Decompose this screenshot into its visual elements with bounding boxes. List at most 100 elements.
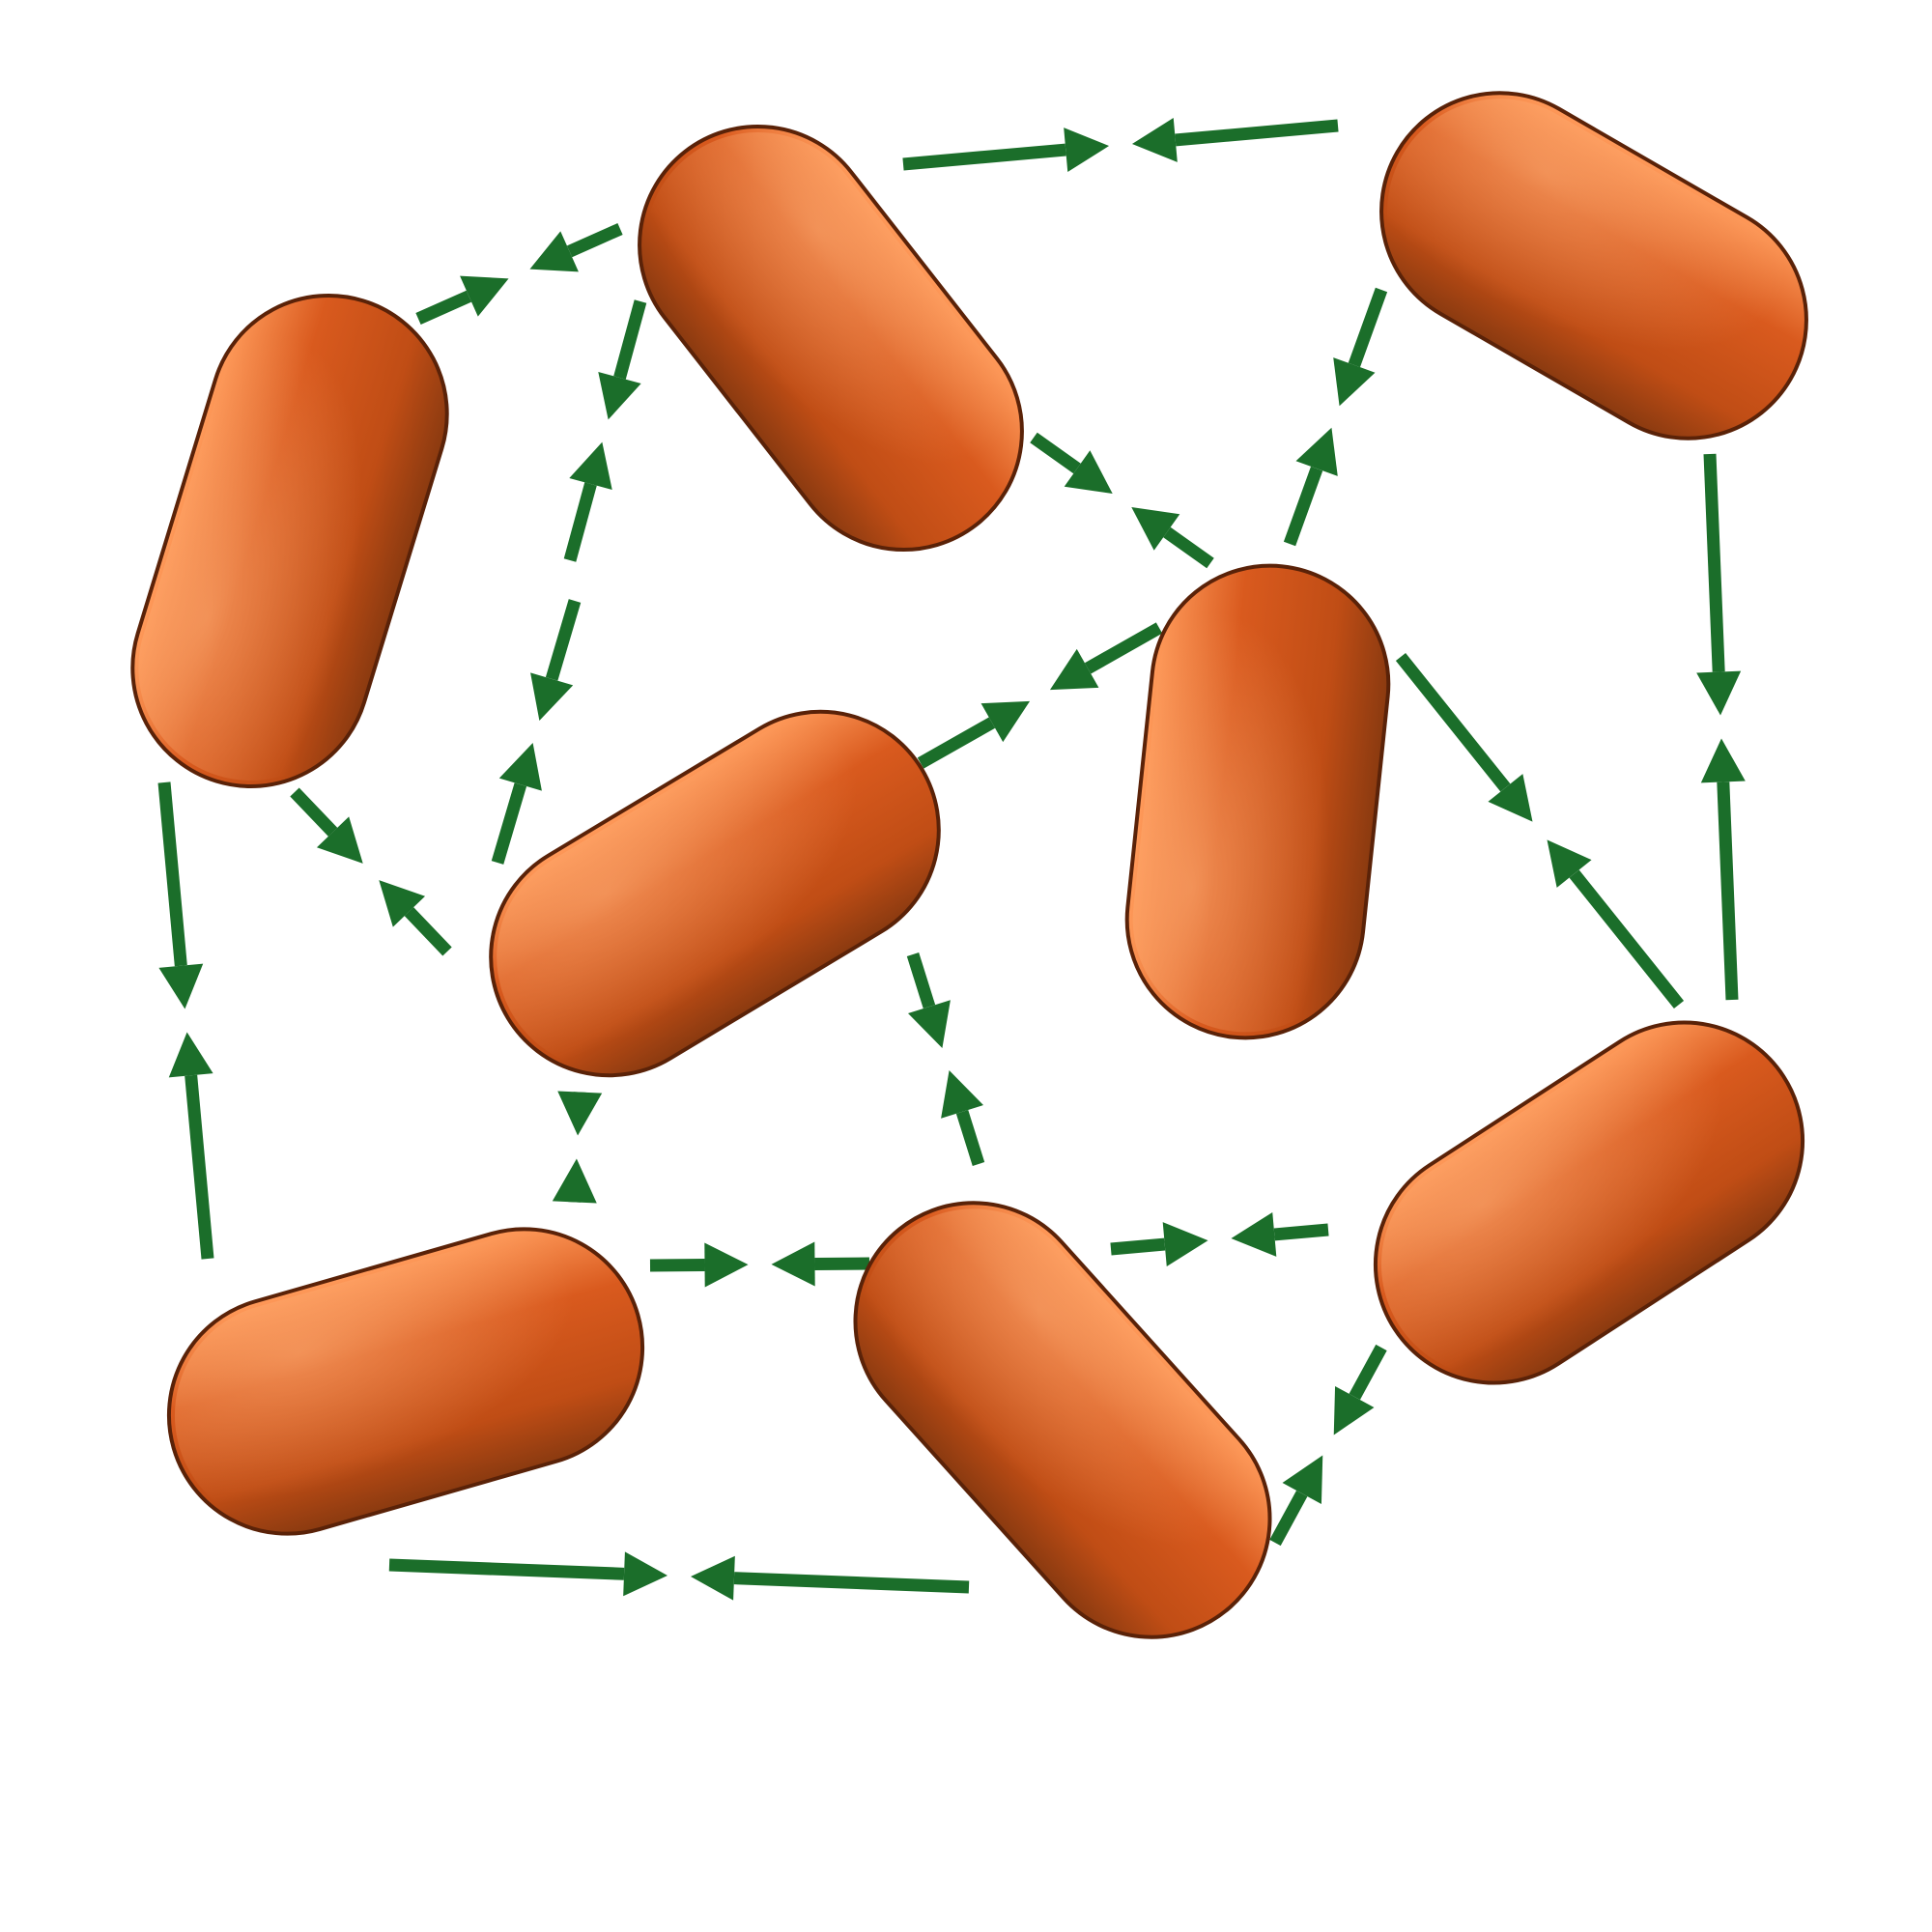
signal-arrow-pair-9 [1283, 287, 1388, 547]
bacterium-4 [489, 709, 941, 1078]
arrow-head [557, 1091, 603, 1136]
bacterium-8 [853, 1201, 1272, 1639]
bacterium-highlight [861, 1208, 1264, 1632]
bacterium-highlight [138, 301, 441, 781]
arrow-shaft [545, 599, 582, 681]
arrow-shaft [1273, 1223, 1329, 1241]
arrow-head [1488, 774, 1533, 822]
signal-arrow-pair-8 [1030, 432, 1214, 569]
arrow-head [1064, 450, 1113, 495]
bacterium-1 [130, 294, 449, 788]
arrow-shaft [1110, 1237, 1166, 1256]
arrow-shaft [491, 782, 527, 865]
arrow-head [1282, 1455, 1323, 1505]
arrow-head [980, 700, 1031, 743]
arrow-head [1333, 1385, 1375, 1435]
arrow-shaft [1084, 622, 1163, 674]
arrow-shaft [563, 482, 597, 562]
arrow-head [1049, 648, 1099, 691]
arrow-head [1131, 118, 1178, 162]
arrow-shaft [415, 290, 472, 325]
arrow-shaft [1269, 1490, 1308, 1547]
signal-arrow-pair-12 [552, 1091, 603, 1204]
arrow-head [1333, 357, 1376, 407]
arrow-head [316, 816, 363, 864]
signal-arrow-pair-1 [902, 118, 1339, 172]
signal-arrow-pair-17 [388, 1551, 970, 1601]
arrow-head [1162, 1222, 1208, 1266]
arrow-head [569, 441, 612, 491]
bacterium-highlight [1387, 99, 1801, 433]
arrow-head [908, 1000, 951, 1049]
signal-arrow-pair-14 [649, 1241, 870, 1288]
arrow-shaft [906, 952, 936, 1009]
bacterium-highlight [174, 1235, 638, 1528]
arrow-shaft [404, 907, 452, 956]
signal-arrow-pair-10 [1696, 453, 1746, 1001]
arrow-shaft [566, 223, 623, 258]
arrow-shaft [917, 717, 996, 769]
signal-arrow-pair-13 [906, 952, 985, 1166]
arrow-shaft [613, 299, 647, 380]
arrow-shaft [1703, 453, 1725, 672]
bacteria-layer [130, 91, 1808, 1639]
bacterium-highlight [1380, 1028, 1798, 1378]
signal-arrow-pair-7 [917, 622, 1163, 769]
arrow-head [1231, 1212, 1277, 1257]
arrow-head [1547, 839, 1592, 888]
arrow-head [498, 743, 542, 791]
arrow-head [623, 1551, 668, 1597]
arrow-shaft [955, 1109, 985, 1166]
arrow-head [1696, 670, 1742, 716]
arrow-head [1064, 128, 1110, 172]
signal-arrow-pair-6 [491, 599, 582, 865]
arrow-shaft [1395, 652, 1511, 792]
bacterium-5 [1124, 563, 1391, 1040]
arrow-shaft [1717, 781, 1739, 1001]
bacterium-3 [1379, 91, 1808, 440]
arrow-shaft [1175, 119, 1339, 147]
arrow-head [704, 1242, 749, 1288]
bacterium-7 [166, 1227, 645, 1536]
signal-arrow-pair-11 [1395, 652, 1685, 1009]
arrow-head [460, 275, 509, 317]
arrow-head [530, 672, 574, 721]
arrow-head [168, 1032, 213, 1078]
arrow-head [1131, 506, 1180, 551]
arrow-head [941, 1069, 983, 1119]
signal-arrow-pair-15 [1110, 1212, 1329, 1266]
arrow-shaft [157, 781, 187, 967]
arrow-shaft [1569, 869, 1685, 1009]
arrow-shaft [1283, 466, 1323, 547]
arrow-head [690, 1555, 735, 1601]
arrow-head [1295, 427, 1338, 476]
arrow-layer [157, 118, 1746, 1601]
signal-arrow-pair-4 [157, 781, 214, 1260]
arrow-head [598, 371, 641, 420]
arrow-shaft [1163, 526, 1214, 569]
signal-arrow-pair-16 [1269, 1344, 1387, 1547]
signal-arrow-pair-2 [415, 223, 623, 325]
arrow-head [771, 1241, 815, 1287]
signal-arrow-pair-5 [290, 787, 452, 956]
bacterium-2 [638, 124, 1024, 553]
bacterium-highlight [645, 131, 1016, 545]
signal-arrow-pair-3 [563, 299, 647, 562]
bacterium-6 [1373, 1020, 1805, 1385]
arrow-shaft [733, 1572, 970, 1594]
arrow-head [379, 880, 426, 927]
bacterium-highlight [1132, 571, 1383, 1033]
arrow-head [158, 963, 204, 1009]
arrow-shaft [1349, 1344, 1387, 1401]
arrow-shaft [290, 787, 338, 837]
arrow-shaft [1030, 432, 1081, 474]
arrow-shaft [902, 143, 1066, 171]
arrow-shaft [388, 1558, 625, 1580]
arrow-head [1700, 738, 1746, 783]
bacterium-highlight [497, 717, 933, 1070]
arrow-shaft [1348, 287, 1388, 368]
arrow-shaft [185, 1074, 214, 1260]
arrow-head [529, 231, 579, 272]
arrow-head [552, 1158, 597, 1204]
